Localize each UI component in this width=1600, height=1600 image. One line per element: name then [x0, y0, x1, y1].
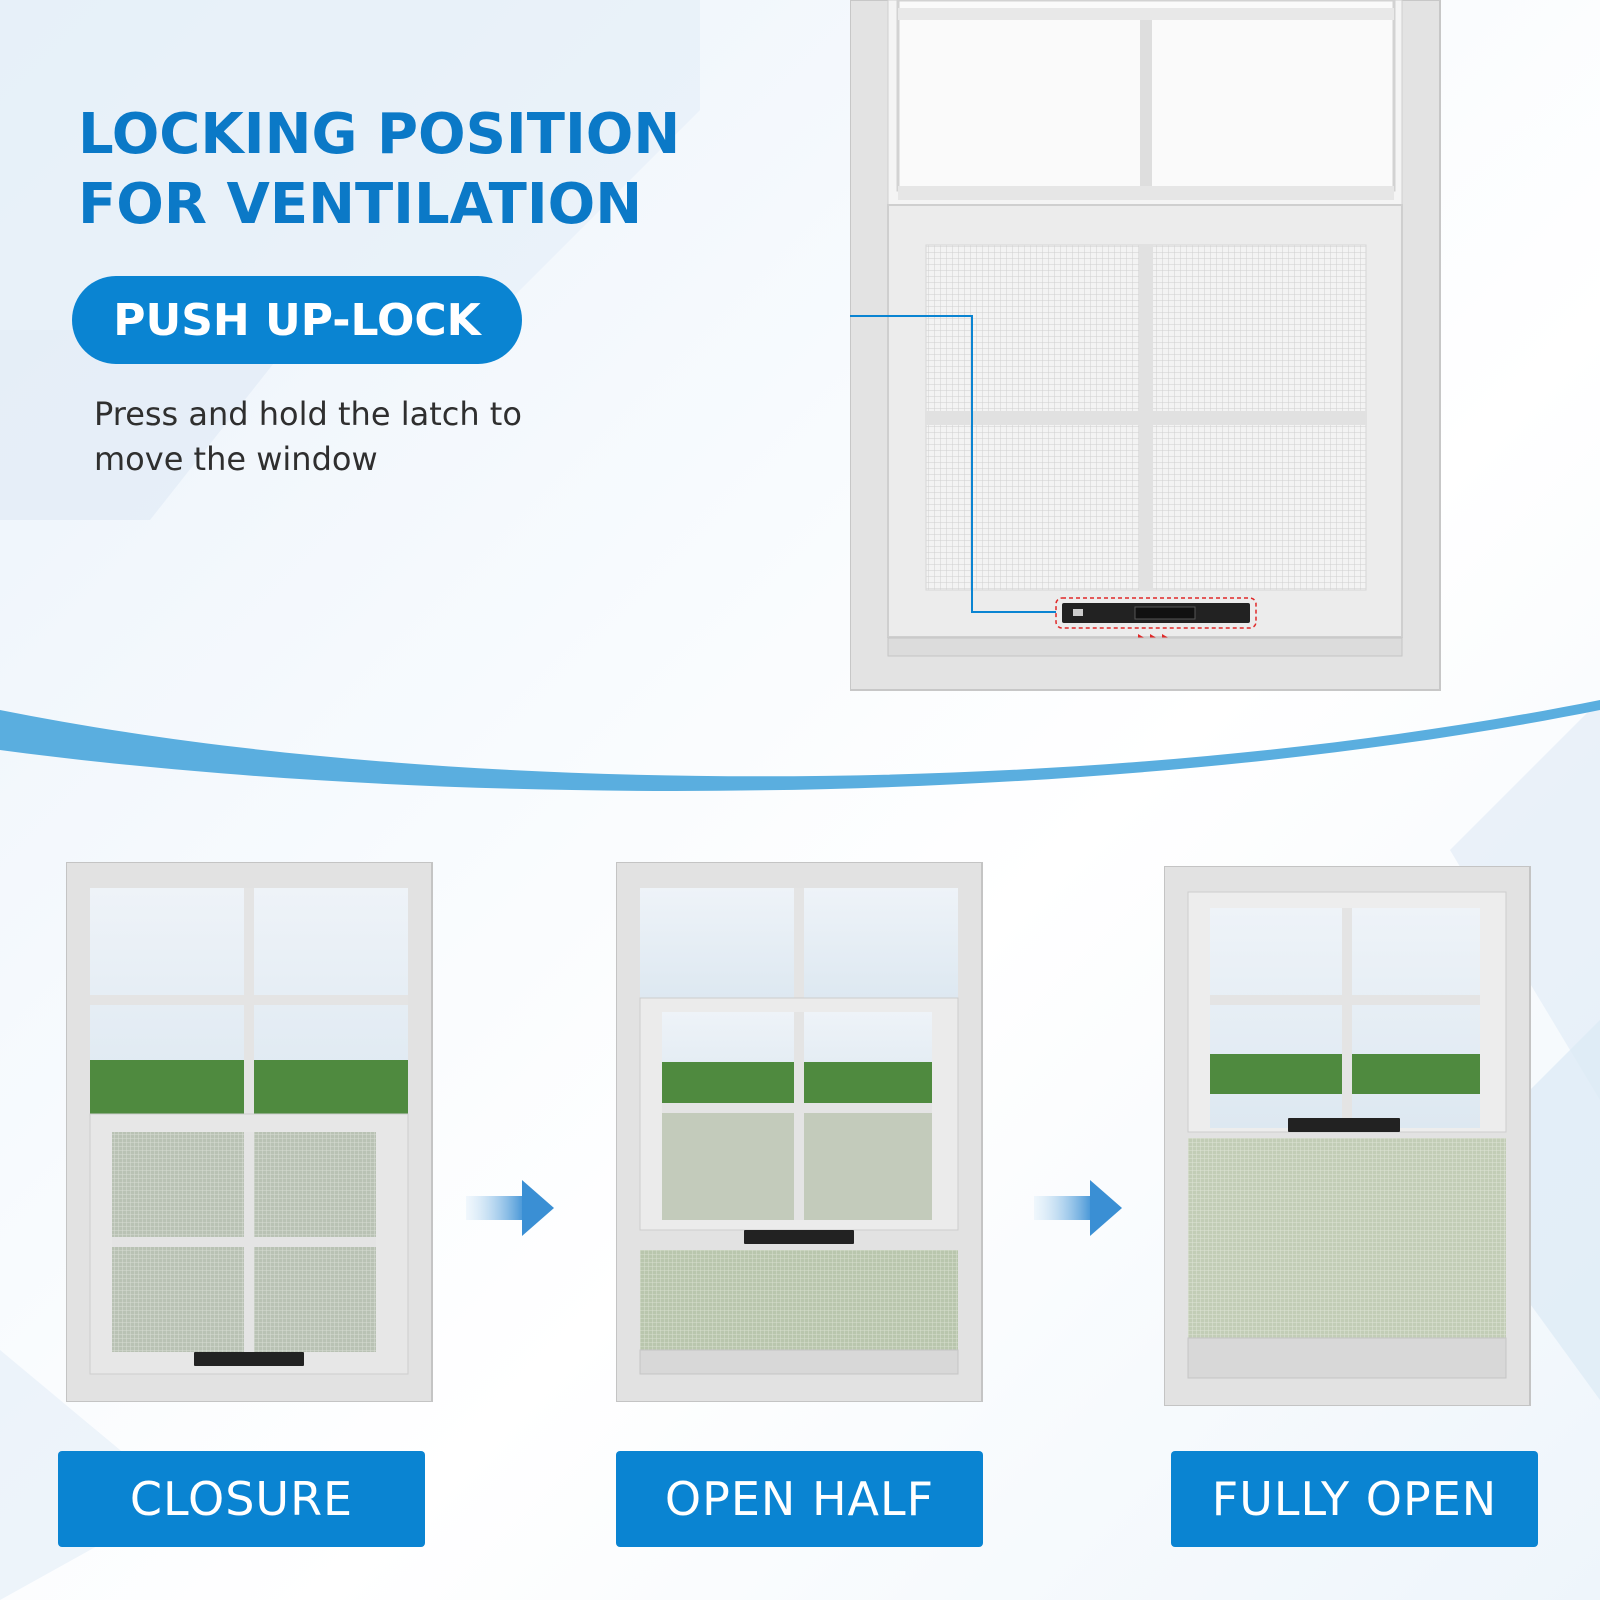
- push-up-lock-badge: PUSH UP-LOCK: [72, 276, 522, 364]
- right-arrow-icon: [1034, 1180, 1122, 1236]
- title-line-2: FOR VENTILATION: [78, 172, 643, 237]
- window-closure: [66, 862, 433, 1402]
- stage-label-open-half: OPEN HALF: [616, 1451, 983, 1547]
- right-arrow-icon: [466, 1180, 554, 1236]
- description-line-1: Press and hold the latch to: [94, 395, 522, 433]
- large-window-illustration: [850, 0, 1441, 691]
- stage-label-closure: CLOSURE: [58, 1451, 425, 1547]
- stage-label-fully-open: FULLY OPEN: [1171, 1451, 1538, 1547]
- window-fully-open: [1164, 866, 1531, 1406]
- wave-divider: [0, 700, 1600, 791]
- description-line-2: move the window: [94, 440, 378, 478]
- title-line-1: LOCKING POSITION: [78, 102, 681, 167]
- latch-icon: [194, 1352, 304, 1366]
- latch-icon: [744, 1230, 854, 1244]
- latch-description: Press and hold the latch to move the win…: [94, 392, 614, 482]
- page-title: LOCKING POSITION FOR VENTILATION: [78, 100, 680, 240]
- window-open-half: [616, 862, 983, 1402]
- latch-icon: [1288, 1118, 1400, 1132]
